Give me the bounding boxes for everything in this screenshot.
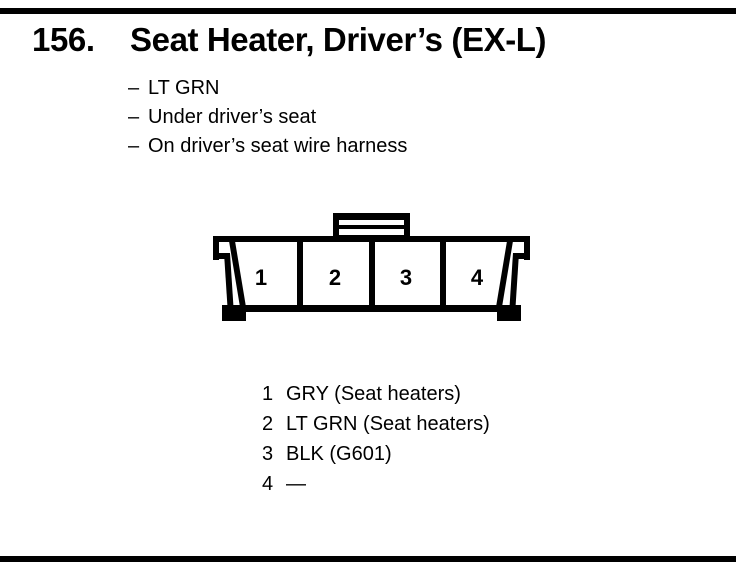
pin-3-label: 3 <box>400 265 412 290</box>
dash-bullet: – <box>128 135 140 157</box>
housing-bottom-edge <box>230 305 516 312</box>
scan-artifact-bar-top <box>0 8 736 14</box>
divider-1-2 <box>297 241 303 307</box>
item-number: 156. <box>32 21 95 58</box>
divider-2-3 <box>369 241 375 307</box>
note-text: On driver’s seat wire harness <box>148 135 408 157</box>
housing-top-edge <box>213 236 530 242</box>
housing-left-wall <box>224 253 234 315</box>
note-text: LT GRN <box>148 77 220 99</box>
housing-right-ear <box>524 236 530 260</box>
housing-right-step <box>513 253 530 259</box>
note-wire-color: – LT GRN <box>128 74 407 103</box>
housing-right-wall <box>509 253 519 315</box>
pin-4-label: 4 <box>471 265 484 290</box>
divider-3-4 <box>440 241 446 307</box>
note-location: – Under driver’s seat <box>128 103 407 132</box>
pin-legend: 1 GRY (Seat heaters) 2 LT GRN (Seat heat… <box>257 379 490 499</box>
legend-row-4: 4 — <box>257 469 490 499</box>
cavity-4-right-wall <box>496 241 513 307</box>
latch-stripe <box>339 229 404 235</box>
connector-diagram: 1 2 3 4 <box>193 205 543 335</box>
pin-2-label: 2 <box>329 265 341 290</box>
legend-pin-number: 4 <box>262 473 274 495</box>
legend-row-1: 1 GRY (Seat heaters) <box>257 379 490 409</box>
latch-stripe <box>339 220 404 225</box>
pin-1-label: 1 <box>255 265 267 290</box>
legend-pin-number: 2 <box>262 413 274 435</box>
connector-drawing: 1 2 3 4 <box>213 213 530 321</box>
cavity-1-left-wall <box>229 241 246 307</box>
legend-pin-number: 1 <box>262 383 274 405</box>
legend-pin-number: 3 <box>262 443 274 465</box>
legend-row-2: 2 LT GRN (Seat heaters) <box>257 409 490 439</box>
dash-bullet: – <box>128 77 140 99</box>
connector-notes: – LT GRN – Under driver’s seat – On driv… <box>128 74 407 161</box>
scan-artifact-bar-bottom <box>0 556 736 562</box>
item-title: Seat Heater, Driver’s (EX-L) <box>130 21 547 58</box>
legend-pin-desc: LT GRN (Seat heaters) <box>286 413 490 435</box>
legend-pin-desc: GRY (Seat heaters) <box>286 383 461 405</box>
page-title: 156. Seat Heater, Driver’s (EX-L) <box>32 20 547 60</box>
note-harness: – On driver’s seat wire harness <box>128 132 407 161</box>
housing-left-step <box>213 253 230 259</box>
note-text: Under driver’s seat <box>148 106 317 128</box>
housing-left-ear <box>213 236 219 260</box>
legend-row-3: 3 BLK (G601) <box>257 439 490 469</box>
housing-right-foot <box>497 305 521 321</box>
legend-pin-desc: — <box>286 473 306 495</box>
legend-pin-desc: BLK (G601) <box>286 443 392 465</box>
dash-bullet: – <box>128 106 140 128</box>
